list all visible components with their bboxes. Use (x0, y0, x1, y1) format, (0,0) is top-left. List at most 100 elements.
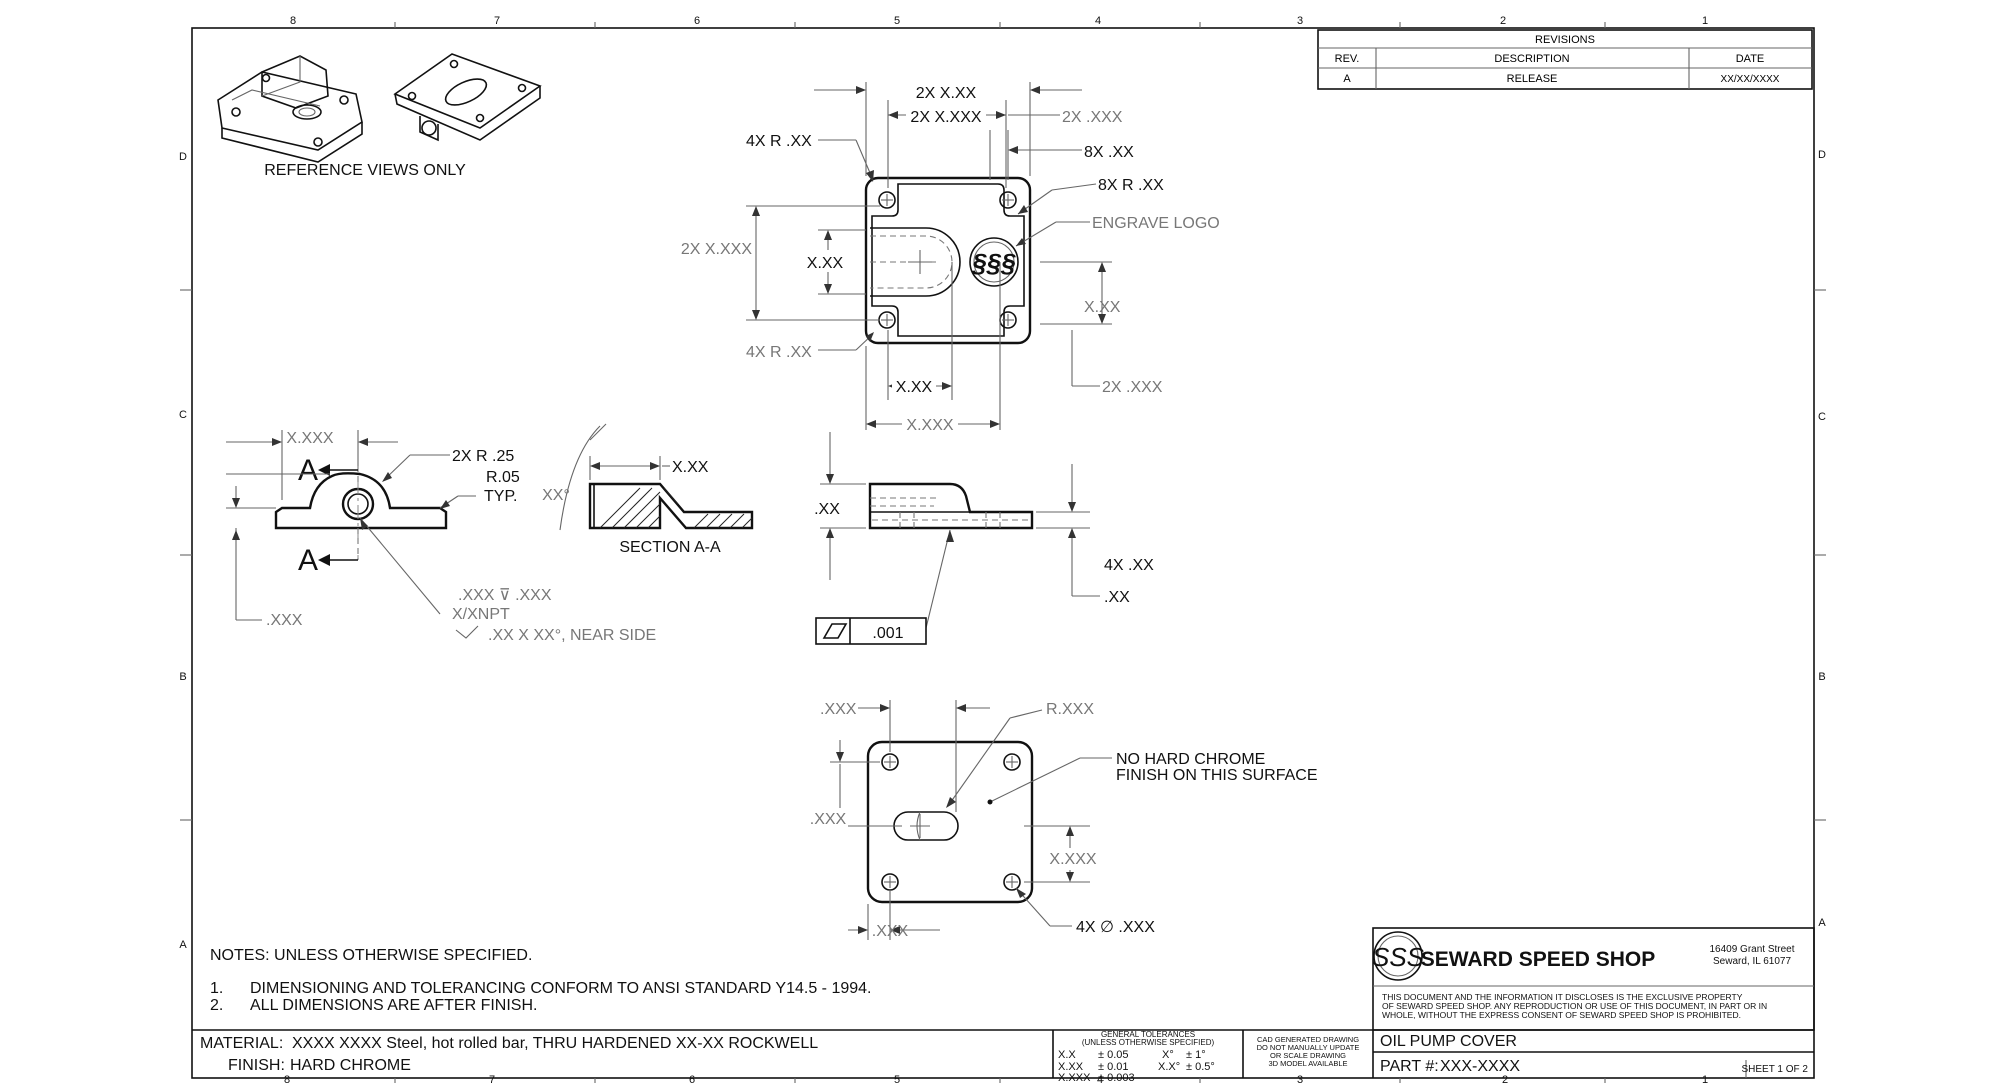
dim-radius-8x: 8X R .XX (1098, 177, 1164, 194)
cad-note-2: DO NOT MANUALLY UPDATE (1257, 1043, 1360, 1052)
zone-top-4: 4 (1095, 15, 1101, 27)
dim-counter: .XX X XX°, NEAR SIDE (488, 627, 656, 644)
note-2-number: 2. (210, 997, 223, 1014)
notes-title: NOTES: UNLESS OTHERWISE SPECIFIED. (210, 947, 532, 964)
flatness-icon (822, 623, 848, 639)
bottom-view: .XXX R.XXX .XXX X.XXX .XXX 4X ∅ .XX (808, 700, 1318, 940)
iso-view-top (217, 55, 363, 163)
sheet-number: SHEET 1 OF 2 (1741, 1064, 1808, 1075)
zone-right-b: B (1818, 671, 1825, 683)
zone-left-a: A (179, 939, 187, 951)
section-marker-bottom: A (298, 544, 318, 577)
dim-bottom-slot-position: .XXX (810, 811, 847, 828)
reference-views-label: REFERENCE VIEWS ONLY (264, 162, 466, 179)
tol-row3-value: ± 0.003 (1098, 1072, 1135, 1083)
label-engrave-logo: ENGRAVE LOGO (1092, 215, 1220, 232)
dim-slot-height: X.XX (807, 255, 844, 272)
svg-text:§§§: §§§ (971, 248, 1016, 278)
section-label: SECTION A-A (619, 539, 721, 556)
general-notes: NOTES: UNLESS OTHERWISE SPECIFIED. 1. DI… (210, 947, 871, 1014)
cad-note-4: 3D MODEL AVAILABLE (1268, 1059, 1347, 1068)
tol-row2-value: ± 0.01 (1098, 1061, 1129, 1073)
zone-right-c: C (1818, 411, 1826, 423)
zone-top-8: 8 (290, 15, 296, 27)
dim-section-width: X.XX (672, 459, 709, 476)
dim-hole-depth: .XXX ⊽ .XXX (458, 587, 552, 604)
tol-row2-key: X.XX (1058, 1061, 1084, 1073)
side-view: A A X.XXX 2X R .25 R.05 TYP. .XXX (226, 430, 656, 644)
material-label: MATERIAL: (200, 1035, 283, 1052)
tol-row1-key: X.X (1058, 1049, 1076, 1061)
cad-note-3: OR SCALE DRAWING (1270, 1051, 1346, 1060)
dim-front-height: .XX (814, 501, 840, 518)
tol-row3-key: X.XXX (1058, 1072, 1091, 1083)
zone-bottom-2: 2 (1502, 1074, 1508, 1083)
zone-top-2: 2 (1500, 15, 1506, 27)
dim-side-top-width: X.XXX (286, 430, 333, 447)
dim-width-inner: 2X X.XXX (910, 109, 981, 126)
dim-bottom-total: X.XXX (906, 417, 953, 434)
finish-label: FINISH: (228, 1057, 285, 1074)
revisions-cell-description: RELEASE (1507, 73, 1558, 85)
dim-radius-corner: 4X R .XX (746, 133, 812, 150)
dim-bottom-left-edge: .XXX (820, 701, 857, 718)
dim-height-left: 2X X.XXX (681, 241, 752, 258)
tolerance-title-2: (UNLESS OTHERWISE SPECIFIED) (1082, 1038, 1215, 1047)
company-address-1: 16409 Grant Street (1709, 944, 1794, 955)
dim-side-radius: 2X R .25 (452, 448, 514, 465)
company-name: SEWARD SPEED SHOP (1421, 948, 1656, 971)
zone-bottom-5: 5 (894, 1074, 900, 1083)
disclaimer-line-3: WHOLE, WITHOUT THE EXPRESS CONSENT OF SE… (1382, 1010, 1741, 1020)
zone-bottom-8: 8 (284, 1074, 290, 1083)
dim-bottom-width: X.XX (896, 379, 933, 396)
zone-top-1: 1 (1702, 15, 1708, 27)
tol-row1-angle-key: X° (1162, 1049, 1174, 1061)
sheet-border: 8 7 6 5 4 3 2 1 8 7 6 5 4 3 2 1 D C B A … (179, 15, 1826, 1086)
note-no-hard-chrome-line2: FINISH ON THIS SURFACE (1116, 767, 1318, 784)
section-view: XX° X.XX SECTION A-A (542, 423, 754, 556)
flatness-value: .001 (872, 625, 903, 642)
dim-side-typ: TYP. (484, 488, 518, 505)
title-block: SSS SEWARD SPEED SHOP 16409 Grant Street… (192, 927, 1815, 1084)
disclaimer-line-2: OF SEWARD SPEED SHOP. ANY REPRODUCTION O… (1382, 1001, 1767, 1011)
company-logo-icon (1373, 931, 1423, 981)
zone-top-3: 3 (1297, 15, 1303, 27)
tol-row2-angle-value: ± 0.5° (1186, 1061, 1215, 1073)
note-1-text: DIMENSIONING AND TOLERANCING CONFORM TO … (250, 980, 871, 997)
iso-view-bottom (393, 53, 542, 142)
zone-bottom-4: 4 (1097, 1074, 1103, 1083)
note-no-hard-chrome-line1: NO HARD CHROME (1116, 751, 1265, 768)
dim-width-outer: 2X X.XX (916, 85, 977, 102)
note-1-number: 1. (210, 980, 223, 997)
revisions-cell-date: XX/XX/XXXX (1721, 74, 1780, 85)
material-value: XXXX XXXX Steel, hot rolled bar, THRU HA… (292, 1035, 818, 1052)
tolerance-title-1: GENERAL TOLERANCES (1101, 1030, 1195, 1039)
dim-edge-right: 2X .XXX (1062, 109, 1123, 126)
dim-bottom-right-height: X.XXX (1049, 851, 1096, 868)
dim-edge-8x: 8X .XX (1084, 144, 1134, 161)
disclaimer-line-1: THIS DOCUMENT AND THE INFORMATION IT DIS… (1382, 992, 1743, 1002)
dim-side-fillet: R.05 (486, 469, 520, 486)
reference-iso-views: REFERENCE VIEWS ONLY (217, 53, 542, 179)
tol-row1-value: ± 0.05 (1098, 1049, 1129, 1061)
zone-top-7: 7 (494, 15, 500, 27)
zone-bottom-3: 3 (1297, 1074, 1303, 1083)
dim-side-height: .XXX (266, 612, 303, 629)
dim-front-thickness: .XX (1104, 589, 1130, 606)
dim-section-angle: XX° (542, 487, 570, 504)
dim-bottom-holes: 4X ∅ .XXX (1076, 919, 1155, 936)
dim-bottom-radius: R.XXX (1046, 701, 1094, 718)
front-view: .XX 4X .XX .XX .001 (810, 432, 1154, 645)
zone-bottom-6: 6 (689, 1074, 695, 1083)
top-view: §§§ 2X X.XX 2X X.XXX 2X .XXX 8X .XX 4X R… (681, 82, 1220, 434)
note-2-text: ALL DIMENSIONS ARE AFTER FINISH. (250, 997, 537, 1014)
company-address-2: Seward, IL 61077 (1713, 956, 1791, 967)
finish-value: HARD CHROME (290, 1057, 411, 1074)
revisions-cell-rev: A (1343, 73, 1351, 85)
dim-bottom-edge: .XXX (872, 923, 909, 940)
zone-left-b: B (179, 671, 186, 683)
zone-bottom-7: 7 (489, 1074, 495, 1083)
zone-top-5: 5 (894, 15, 900, 27)
zone-bottom-1: 1 (1702, 1074, 1708, 1083)
